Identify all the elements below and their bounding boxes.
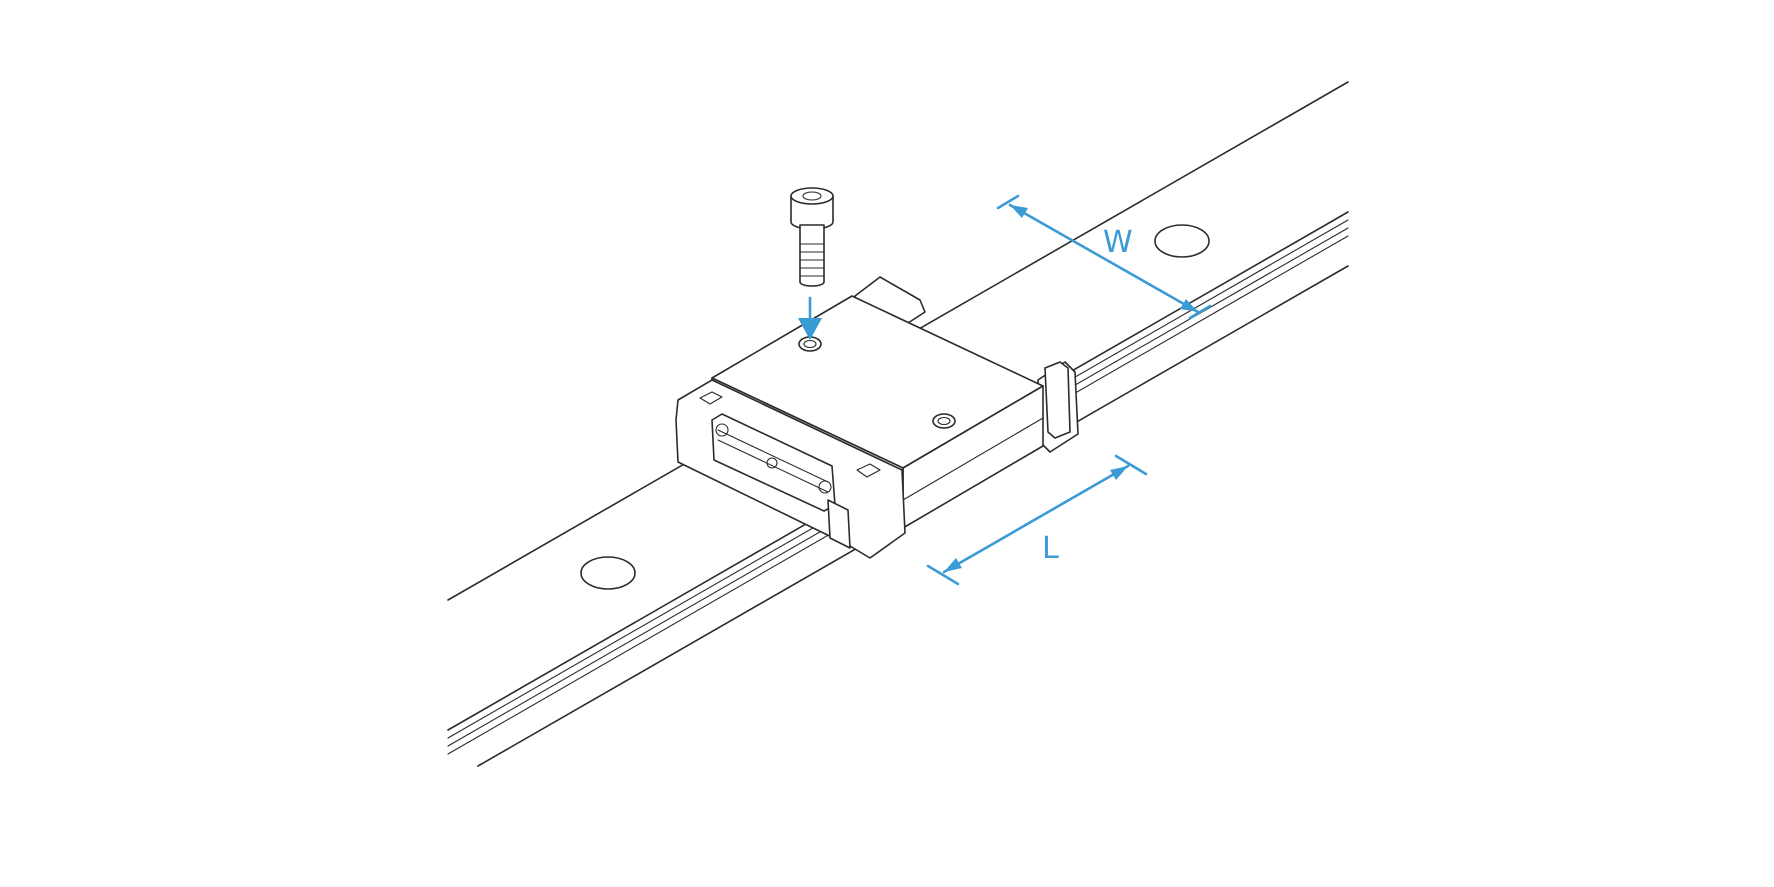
down-arrow-icon	[798, 296, 822, 340]
cap-screw-icon	[790, 187, 834, 287]
width-dimension: W	[996, 194, 1212, 320]
rail-mounting-hole-rear	[1154, 224, 1210, 258]
width-label: W	[1103, 225, 1133, 260]
carriage-block	[675, 276, 1079, 559]
length-dimension: L	[926, 454, 1148, 586]
rail-mounting-hole-front	[580, 556, 636, 590]
length-label: L	[1042, 531, 1059, 566]
carriage-tapped-hole-2	[932, 413, 956, 429]
